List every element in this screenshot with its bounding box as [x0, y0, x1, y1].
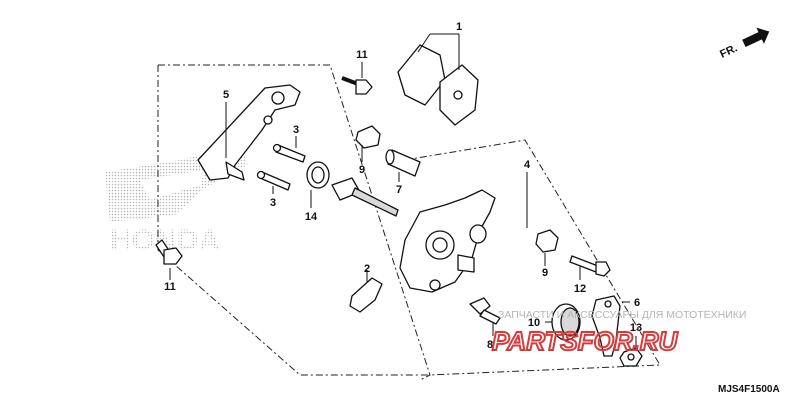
pad-spring: [349, 277, 383, 313]
callout-9b: 9: [542, 267, 548, 279]
callout-6: 6: [634, 297, 640, 309]
callout-11b: 11: [164, 281, 176, 293]
slide-pin-long: [331, 177, 399, 217]
front-direction-arrow: FR.: [718, 27, 770, 61]
callout-10: 10: [528, 317, 540, 329]
watermark-logo: PARTSFOR.RU: [492, 326, 679, 356]
nut: [619, 347, 643, 367]
caliper-body: [399, 189, 496, 293]
pin-bolt: [569, 255, 611, 277]
callout-14: 14: [305, 211, 318, 223]
boot-upper: [355, 125, 381, 149]
bolt-a: [272, 143, 306, 163]
piston: [551, 303, 581, 341]
callout-7: 7: [396, 184, 402, 196]
caliper-bracket: [197, 84, 301, 181]
callout-4: 4: [524, 159, 531, 171]
front-direction-label: FR.: [718, 42, 739, 60]
diagram-reference-code: MJS4F1500A: [718, 384, 780, 395]
watermark: ЗАПЧАСТИ И АКСЕССУАРЫ ДЛЯ МОТОТЕХНИКИ PA…: [491, 309, 746, 357]
stopper-plate: [591, 295, 621, 357]
callout-3a: 3: [293, 124, 299, 136]
callout-12: 12: [574, 283, 586, 295]
bolt-b: [256, 170, 291, 191]
watermark-tagline: ЗАПЧАСТИ И АКСЕССУАРЫ ДЛЯ МОТОТЕХНИКИ: [498, 309, 746, 321]
caliper-assembly-boundary: [404, 139, 661, 376]
callout-1: 1: [456, 21, 462, 33]
caliper-pin: [385, 149, 421, 177]
boot-lower: [535, 229, 559, 253]
callout-2: 2: [364, 263, 370, 275]
callout-3b: 3: [270, 197, 276, 209]
callout-8: 8: [487, 339, 493, 351]
callout-5: 5: [223, 89, 229, 101]
leader-lines: [169, 33, 637, 346]
flange-bolt-upper: [341, 76, 373, 95]
brake-pads: [397, 44, 479, 126]
bracket-assembly-boundary: [157, 64, 431, 381]
flange-bolt-lower: [155, 239, 183, 265]
callout-labels: 1 2 3 3 4 5 6 7 8 9 9 10 11 11 12 13 14: [164, 21, 642, 351]
bleeder-screw: [469, 297, 501, 325]
seal: [306, 161, 330, 189]
callout-11a: 11: [356, 49, 368, 61]
callout-13: 13: [630, 322, 642, 334]
callout-9a: 9: [359, 164, 365, 176]
arrow-icon: [742, 27, 770, 48]
